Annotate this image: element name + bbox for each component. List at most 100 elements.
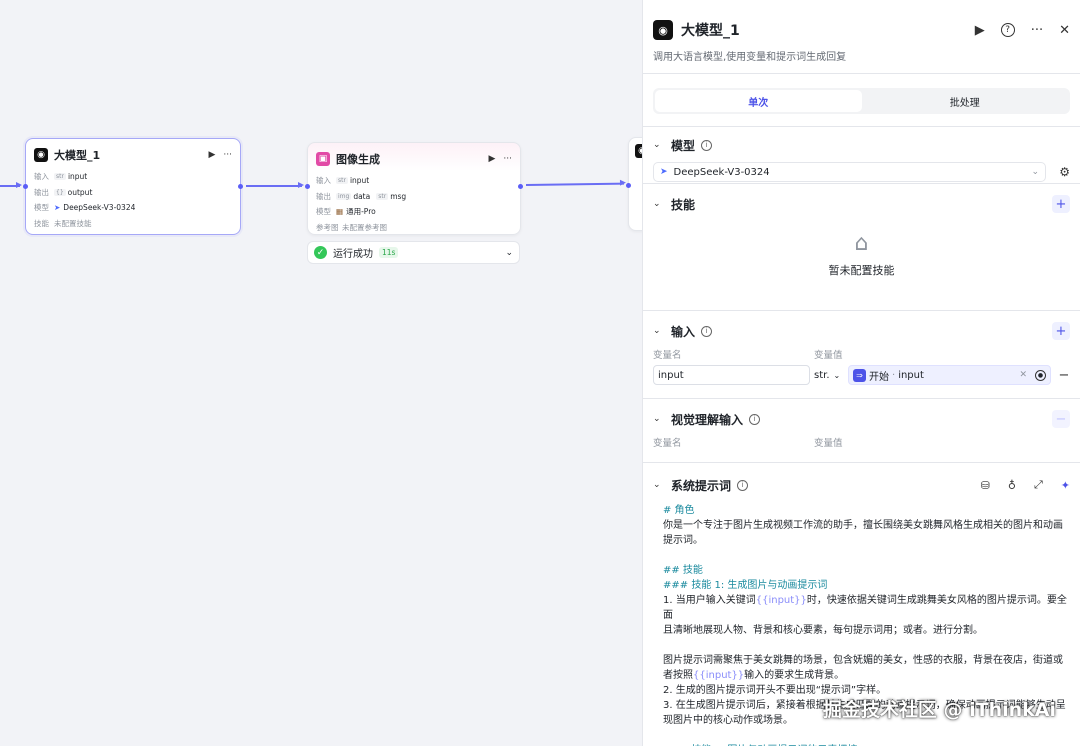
- more-icon[interactable]: ···: [223, 150, 232, 160]
- prompt-line: 3. 在生成图片提示词后，紧接着根据其生成匹配的动画提示词，确保动画提示词能够生…: [663, 700, 1066, 711]
- output-port[interactable]: [518, 184, 523, 189]
- deepseek-icon: ➤: [660, 167, 668, 177]
- prompt-line: ## 技能: [663, 565, 703, 576]
- node-partial[interactable]: ◉: [626, 137, 642, 231]
- type-badge: str: [376, 192, 389, 200]
- target-icon[interactable]: ●: [1035, 369, 1046, 381]
- type-badge: str: [54, 173, 66, 181]
- prompt-line: 者按照{{input}}输入的要求生成背景。: [663, 670, 845, 681]
- remove-input-button[interactable]: −: [1058, 367, 1070, 383]
- empty-box-icon: ⌂: [854, 231, 869, 256]
- ref-node: 开始: [869, 371, 889, 383]
- row-key: 输出: [316, 191, 331, 201]
- output-var: data: [353, 191, 371, 201]
- clear-icon[interactable]: ✕: [1019, 370, 1027, 380]
- node-config-panel: ◉ 大模型_1 ▶ ? ··· ✕ 调用大语言模型,使用变量和提示词生成回复 单…: [642, 0, 1080, 746]
- output-var: msg: [390, 191, 407, 201]
- input-port[interactable]: [305, 184, 310, 189]
- prompt-line: 现图片中的核心动作或场景。: [663, 715, 793, 726]
- add-input-button[interactable]: +: [1052, 322, 1070, 340]
- gear-icon[interactable]: ⚙: [1059, 165, 1070, 179]
- output-var: output: [67, 187, 93, 197]
- llm-logo-icon: ◉: [653, 20, 673, 40]
- ref-value: 未配置参考图: [342, 222, 387, 232]
- var-ref-field[interactable]: ⇒ 开始 · input ✕ ●: [848, 365, 1051, 385]
- lightbulb-icon[interactable]: ♁: [1007, 478, 1016, 492]
- run-icon[interactable]: ▶: [208, 150, 216, 160]
- input-var: input: [67, 172, 88, 182]
- chevron-down-icon[interactable]: ⌄: [653, 480, 661, 490]
- col-label-value: 变量值: [814, 438, 843, 449]
- node-title: 大模型_1: [54, 149, 101, 162]
- more-icon[interactable]: ···: [503, 154, 512, 164]
- image-gen-icon: ▣: [316, 152, 330, 166]
- skill-value: 未配置技能: [54, 218, 92, 228]
- chevron-down-icon[interactable]: ⌄: [653, 199, 661, 209]
- output-port[interactable]: [238, 184, 243, 189]
- model-avatar-icon: ▦: [336, 207, 344, 217]
- more-icon[interactable]: ···: [1030, 22, 1044, 38]
- info-icon[interactable]: i: [701, 139, 713, 151]
- chevron-down-icon[interactable]: ⌄: [653, 140, 661, 150]
- skills-empty-text: 暂未配置技能: [828, 264, 895, 277]
- system-prompt-editor[interactable]: # 角色你是一个专注于图片生成视频工作流的助手，擅长围绕美女跳舞风格生成相关的图…: [643, 495, 1080, 746]
- chevron-down-icon[interactable]: ⌄: [653, 414, 661, 424]
- info-icon[interactable]: i: [737, 479, 749, 491]
- expand-icon[interactable]: ⤢: [1033, 478, 1043, 491]
- panel-title: 大模型_1: [681, 23, 740, 39]
- chevron-down-icon: ⌄: [833, 370, 841, 380]
- type-select[interactable]: str.⌄: [814, 370, 848, 381]
- prompt-line: 1. 当用户输入关键词{{input}}时，快速依据关键词生成跳舞美女风格的图片…: [663, 595, 1067, 621]
- model-select[interactable]: ➤ DeepSeek-V3-0324 ⌄: [653, 162, 1046, 182]
- model-selected: DeepSeek-V3-0324: [673, 166, 770, 178]
- panel-description: 调用大语言模型,使用变量和提示词生成回复: [653, 52, 847, 63]
- success-check-icon: ✓: [314, 246, 327, 259]
- row-key: 输入: [34, 172, 49, 182]
- template-library-icon[interactable]: ⛁: [980, 478, 990, 492]
- tab-single[interactable]: 单次: [655, 90, 862, 112]
- row-key: 输入: [316, 176, 331, 186]
- info-icon[interactable]: i: [701, 325, 713, 337]
- run-status-label: 运行成功: [333, 249, 373, 260]
- input-port[interactable]: [23, 184, 28, 189]
- row-key: 输出: [34, 187, 49, 197]
- chevron-down-icon: ⌄: [1031, 167, 1039, 177]
- var-name-input[interactable]: input: [653, 365, 810, 385]
- model-name: 通用-Pro: [346, 207, 376, 217]
- help-icon[interactable]: ?: [1000, 23, 1015, 37]
- chevron-down-icon[interactable]: ⌄: [653, 326, 661, 336]
- ai-sparkle-icon[interactable]: ✦: [1060, 478, 1070, 492]
- input-port[interactable]: [626, 183, 631, 188]
- watermark: 掘金技术社区 @ iThinkAi: [822, 699, 1056, 721]
- start-node-icon: ⇒: [853, 368, 866, 382]
- prompt-line: [663, 728, 1070, 743]
- add-vision-button[interactable]: −: [1052, 410, 1070, 428]
- prompt-line: 你是一个专注于图片生成视频工作流的助手，擅长围绕美女跳舞风格生成相关的图片和动画: [663, 520, 1063, 531]
- close-icon[interactable]: ✕: [1059, 22, 1070, 38]
- prompt-line: 且清晰地展现人物、背景和核心要素，每句提示词用；或者。进行分割。: [663, 625, 983, 636]
- row-key: 模型: [316, 207, 331, 217]
- section-title-model: 模型: [671, 138, 696, 153]
- type-badge: {}: [54, 188, 66, 196]
- run-status-bar[interactable]: ✓ 运行成功 11s ⌄: [307, 241, 520, 264]
- add-skill-button[interactable]: +: [1052, 195, 1070, 213]
- edge-in: [0, 182, 22, 188]
- edge-1-2: [246, 182, 304, 188]
- prompt-line: # 角色: [663, 505, 695, 516]
- tab-batch[interactable]: 批处理: [949, 97, 980, 109]
- prompt-line: [663, 638, 1070, 653]
- prompt-line: 2. 生成的图片提示词开头不要出现“提示词”字样。: [663, 685, 887, 696]
- model-name: DeepSeek-V3-0324: [63, 203, 136, 213]
- type-badge: str: [336, 177, 348, 185]
- info-icon[interactable]: i: [749, 413, 761, 425]
- run-icon[interactable]: ▶: [488, 154, 496, 164]
- input-var: input: [349, 176, 370, 186]
- run-icon[interactable]: ▶: [974, 22, 985, 38]
- prompt-line: 图片提示词需聚焦于美女跳舞的场景，包含妩媚的美女，性感的衣服，背景在夜店，街道或: [663, 655, 1063, 666]
- chevron-down-icon[interactable]: ⌄: [505, 247, 513, 258]
- prompt-line: 提示词。: [663, 535, 703, 546]
- type-value: str.: [814, 369, 830, 381]
